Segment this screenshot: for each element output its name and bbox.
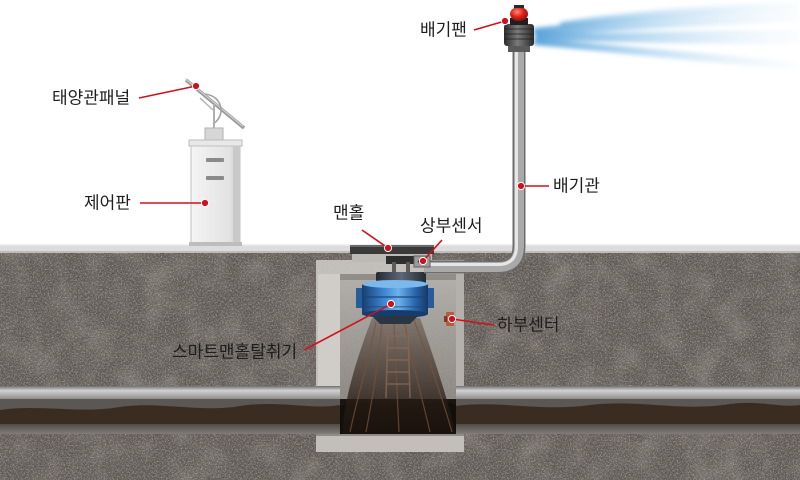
callout-line (361, 229, 389, 249)
callout-upper-sensor: 상부센서 (418, 217, 483, 266)
control-panel-box (188, 139, 243, 246)
exhaust-pipe (424, 50, 526, 274)
callout-exhaust-fan: 배기팬 (420, 16, 510, 40)
label-manhole: 맨홀 (333, 204, 364, 223)
callout-dot (516, 181, 526, 191)
exhaust-fan (504, 5, 534, 52)
callout-line (138, 85, 197, 99)
smart-deodorizer-unit (356, 256, 434, 324)
callout-exhaust-pipe: 배기관 (516, 177, 600, 196)
callout-manhole: 맨홀 (333, 204, 393, 253)
ladder (385, 325, 411, 399)
callout-control-panel: 제어판 (84, 194, 210, 213)
callout-line (473, 20, 506, 31)
label-upper-sensor: 상부센서 (420, 217, 483, 236)
exhaust-airflow (534, 1, 800, 70)
callout-dot (447, 314, 457, 324)
callout-dot (191, 81, 201, 91)
callout-dot (418, 256, 428, 266)
callout-solar-panel: 태양관패널 (52, 81, 201, 108)
callout-lower-sensor: 하부센터 (447, 314, 560, 335)
callout-line (422, 239, 443, 262)
label-lower-sensor: 하부센터 (497, 316, 560, 335)
label-smart-deodorizer: 스마트맨홀탈취기 (172, 343, 297, 362)
label-exhaust-fan: 배기팬 (420, 21, 467, 40)
control-panel-vent (206, 176, 224, 180)
control-panel-vent (206, 158, 224, 162)
sewer-pipe (0, 386, 800, 434)
callout-line (451, 318, 495, 326)
chamber-bottom-slab (316, 434, 464, 452)
callout-dot (200, 198, 210, 208)
callout-line (303, 303, 392, 351)
callout-dot (386, 299, 396, 309)
callout-dot (383, 243, 393, 253)
odor-plume (342, 318, 456, 434)
fan-warning-light (510, 7, 528, 21)
callout-dot (500, 16, 510, 26)
callout-smart-deodorizer: 스마트맨홀탈취기 (172, 299, 396, 362)
label-solar-panel: 태양관패널 (52, 89, 130, 108)
label-exhaust-pipe: 배기관 (553, 177, 600, 196)
label-control-panel: 제어판 (84, 194, 131, 213)
